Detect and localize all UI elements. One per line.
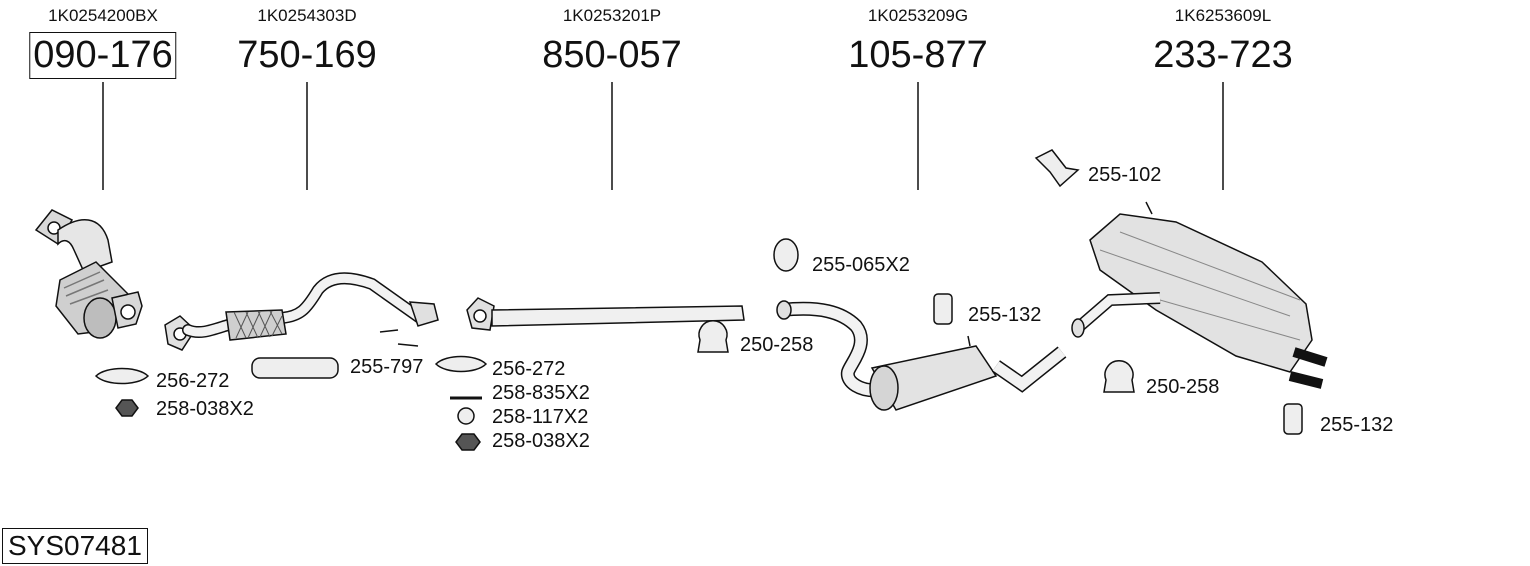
oem-number-5: 1K6253609L (1174, 6, 1272, 25)
part-number-1-box: 090-176 (29, 32, 177, 79)
clamp-icon (697, 320, 729, 353)
accessory-label-255-797: 255-797 (350, 356, 424, 378)
accessory-label-255-132: 255-132 (968, 304, 1042, 326)
accessory-label-258-038x2-2: 258-038X2 (492, 430, 590, 452)
center-pipe-icon (466, 297, 745, 331)
oem-number-3: 1K0253201P (562, 6, 662, 25)
accessory-label-255-065x2: 255-065X2 (812, 254, 910, 276)
oem-number-4: 1K0253209G (867, 6, 969, 25)
accessory-label-258-117x2: 258-117X2 (492, 406, 589, 428)
rubber-mount-icon-2 (1283, 403, 1303, 435)
gasket-icon-2 (434, 355, 488, 373)
system-id: SYS07481 (2, 528, 148, 564)
gasket-icon (94, 367, 150, 385)
accessory-label-256-272-2: 256-272 (492, 358, 566, 380)
accessory-label-258-038x2: 258-038X2 (156, 398, 254, 420)
bracket-icon (1034, 149, 1080, 188)
part-number-3: 850-057 (542, 34, 682, 76)
rear-silencer-icon (1071, 201, 1328, 389)
accessory-label-256-272: 256-272 (156, 370, 230, 392)
part-number-2: 750-169 (237, 34, 377, 76)
oem-number-2: 1K0254303D (257, 6, 357, 25)
part-number-5: 233-723 (1153, 34, 1293, 76)
accessory-label-255-132-2: 255-132 (1320, 414, 1394, 436)
nut-icon (115, 399, 139, 417)
clamp-icon-2 (1103, 360, 1135, 393)
washer-icon (457, 407, 475, 425)
middle-silencer-icon (776, 300, 1067, 411)
accessory-label-250-258: 250-258 (740, 334, 814, 356)
nut-icon-2 (455, 433, 481, 451)
accessory-label-250-258-2: 250-258 (1146, 376, 1220, 398)
front-pipe-icon (164, 272, 439, 351)
accessory-label-255-102: 255-102 (1088, 164, 1162, 186)
hanger-strip-icon (251, 357, 339, 379)
part-number-4: 105-877 (848, 34, 988, 76)
rubber-mount-icon (933, 293, 953, 325)
rubber-hanger-icon (773, 238, 799, 272)
catalytic-converter-icon (34, 209, 143, 339)
accessory-label-258-835x2: 258-835X2 (492, 382, 590, 404)
part-number-1: 090-176 (29, 32, 177, 79)
oem-number-1: 1K0254200BX (48, 6, 158, 25)
